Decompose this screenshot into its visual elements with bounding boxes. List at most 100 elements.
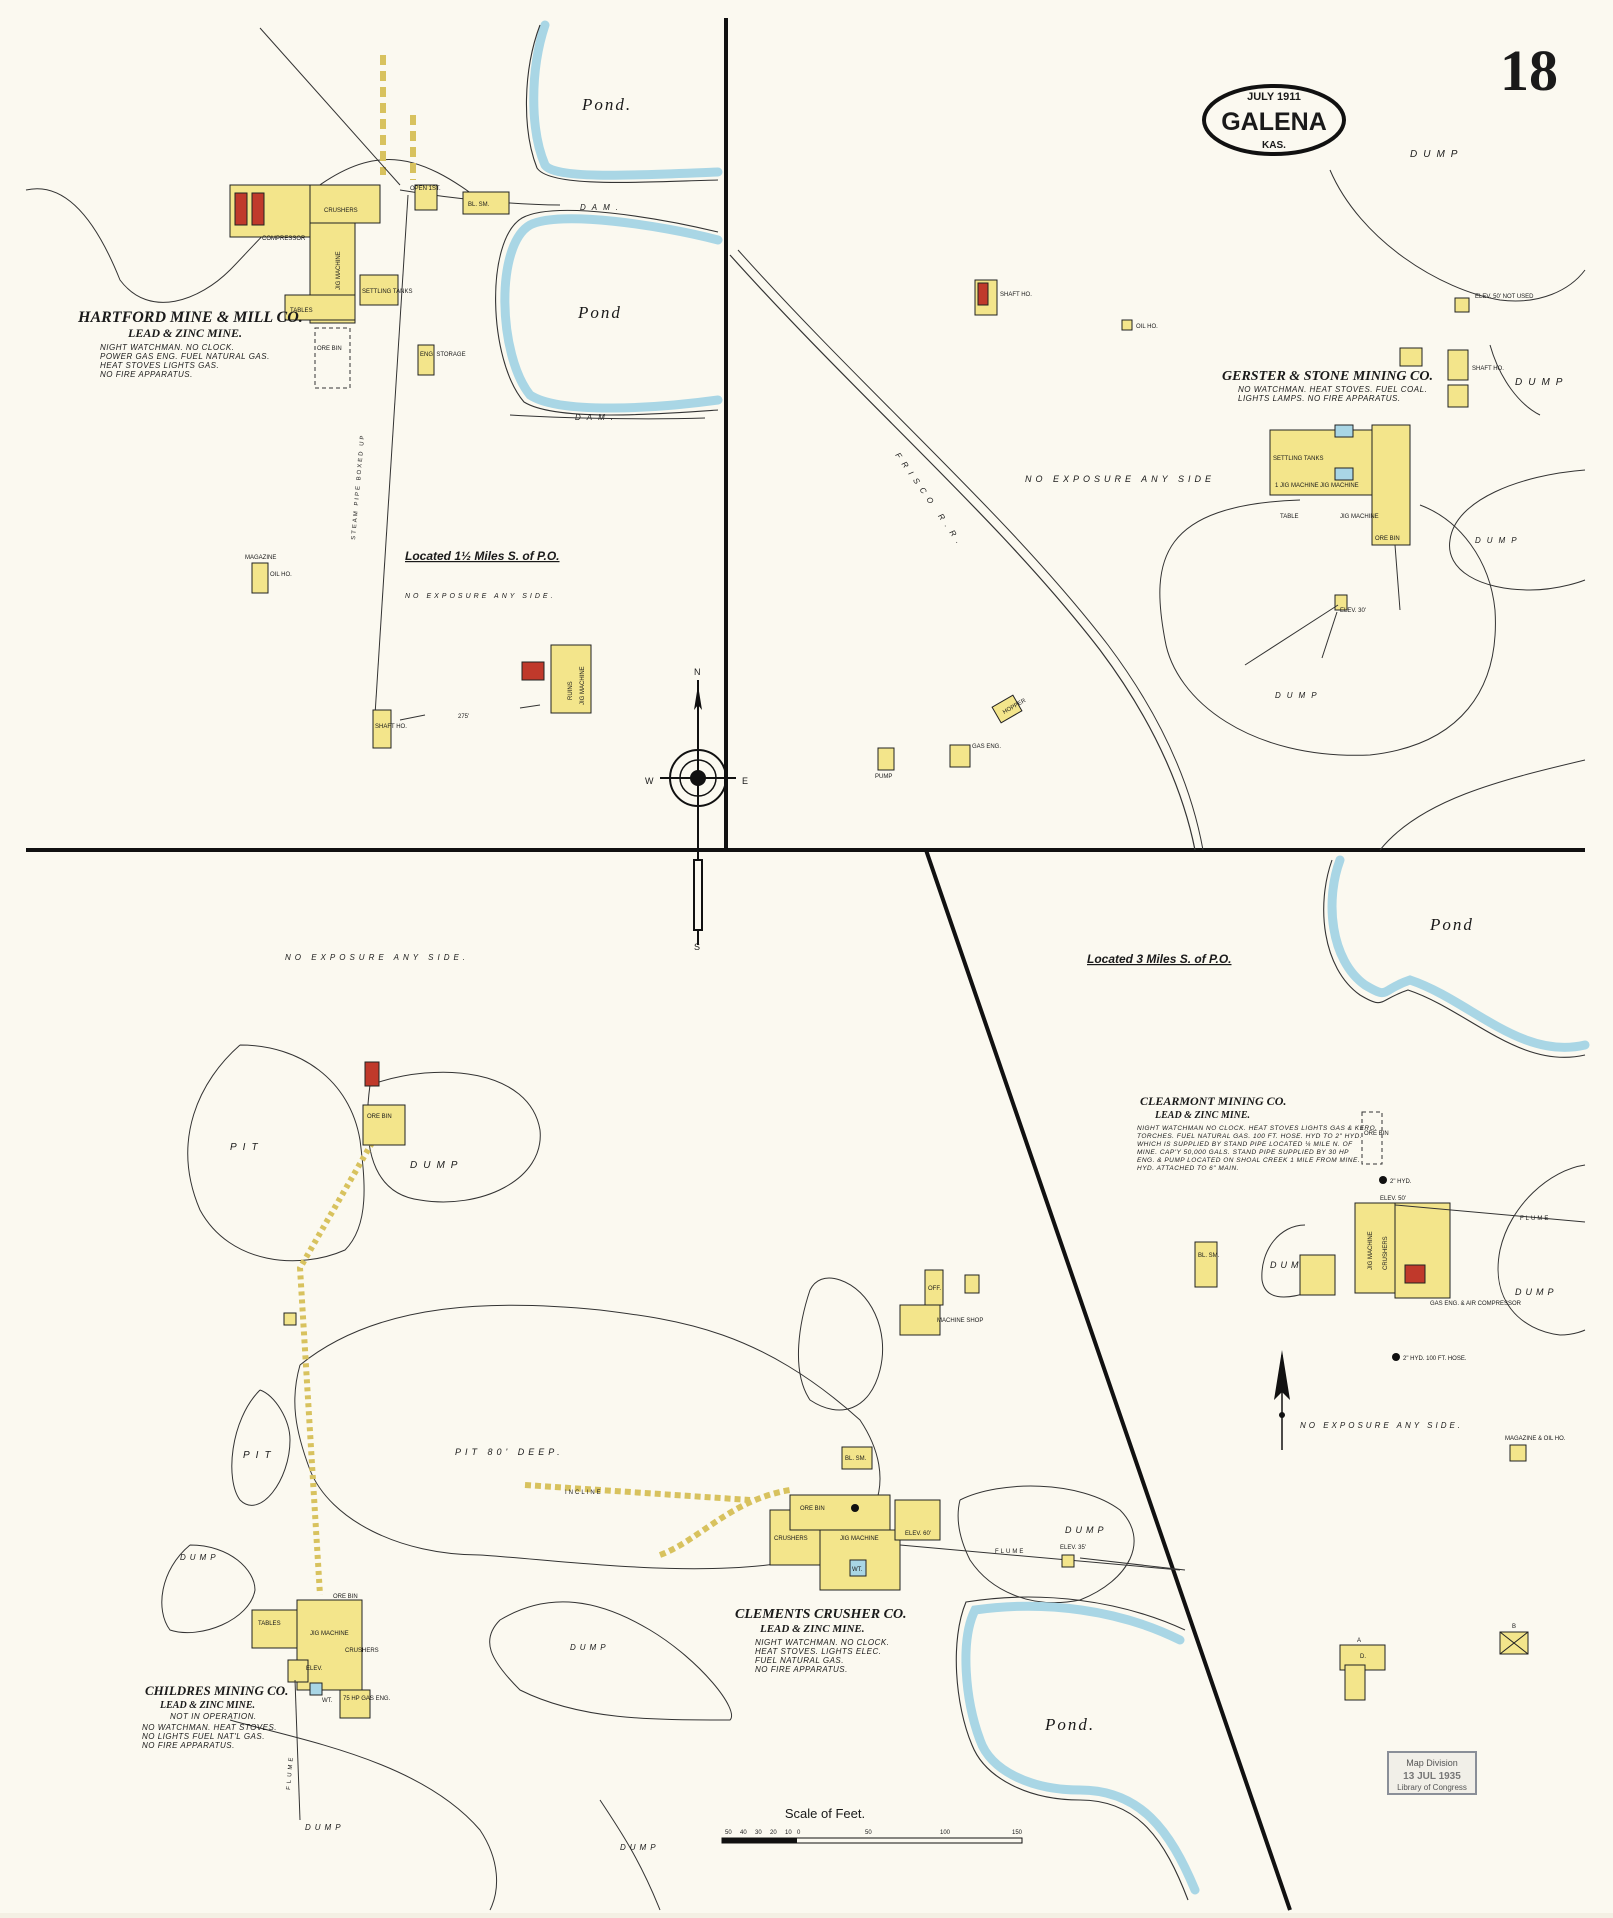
childres-subtitle: LEAD & ZINC MINE. — [159, 1700, 255, 1711]
building-a — [1344, 1664, 1366, 1701]
clearmont-dump-1: DUMP — [1270, 1260, 1313, 1270]
childres-note-2: NO LIGHTS FUEL NAT'L GAS. — [142, 1732, 265, 1741]
ruins-jig-label: JIG MACHINE — [580, 666, 586, 705]
gerster-exposure: NO EXPOSURE ANY SIDE — [1025, 474, 1215, 484]
scale-tick-3: 20 — [770, 1830, 777, 1836]
childres-elev-label: ELEV. — [306, 1666, 323, 1672]
clearmont-exposure: NO EXPOSURE ANY SIDE. — [1300, 1421, 1463, 1430]
clearmont-note-4: MINE. CAP'Y 50,000 GALS. STAND PIPE SUPP… — [1137, 1149, 1349, 1156]
childres-note-3: NO FIRE APPARATUS. — [142, 1741, 235, 1750]
gerster-note-1: NO WATCHMAN. HEAT STOVES. FUEL COAL. — [1238, 385, 1427, 394]
hopper — [991, 694, 1023, 724]
compressor-label: COMPRESSOR — [262, 236, 306, 242]
clements-jig-label: JIG MACHINE — [840, 1536, 879, 1542]
elev-not-used — [1454, 297, 1470, 313]
compass-rose-icon: N W E S — [645, 667, 748, 952]
jig-machine-gs-3: JIG MACHINE — [1340, 514, 1379, 520]
clements-note-1: NIGHT WATCHMAN. NO CLOCK. — [755, 1638, 889, 1647]
pit-label-1: PIT — [230, 1142, 264, 1153]
childres-note-1: NO WATCHMAN. HEAT STOVES. — [142, 1723, 277, 1732]
childres-wt-label: WT. — [322, 1698, 333, 1704]
dump-bl-5: DUMP — [620, 1843, 660, 1852]
pond-lower-shore — [500, 214, 723, 413]
elev-gs-1: ELEV. 50' NOT USED — [1475, 294, 1534, 300]
oil-house-gs — [1121, 319, 1133, 331]
clearmont-flume-label: FLUME — [1520, 1216, 1550, 1222]
scale-bar: Scale of Feet. 50 40 30 20 10 0 50 100 1… — [721, 1806, 1023, 1844]
childres-ore-bin-label: ORE BIN — [333, 1594, 358, 1600]
settling-tanks — [359, 274, 399, 306]
clearmont-crushers-label: CRUSHERS — [1383, 1236, 1389, 1270]
clearmont-pond-upper: Pond — [1429, 915, 1474, 934]
scale-title: Scale of Feet. — [785, 1806, 865, 1821]
scale-tick-1: 40 — [740, 1830, 747, 1836]
stamp-line-1: Map Division — [1406, 1758, 1458, 1768]
compass-e: E — [742, 776, 748, 786]
clearmont-bl-sm-label: BL. SM. — [1198, 1253, 1220, 1259]
oil-ho-label: OIL HO. — [270, 572, 292, 578]
quadrant-childres-clements: NO EXPOSURE ANY SIDE. PIT PIT PIT 80' DE… — [142, 953, 1186, 1911]
sheet-number: 18 — [1500, 38, 1558, 103]
hartford-note-2: POWER GAS ENG. FUEL NATURAL GAS. — [100, 352, 270, 361]
clearmont-note-6: HYD. ATTACHED TO 6" MAIN. — [1137, 1165, 1239, 1172]
clements-blacksmith — [841, 1446, 873, 1470]
building-d-label: D. — [1360, 1654, 1366, 1660]
pit-label-3: PIT 80' DEEP. — [455, 1447, 564, 1457]
shaft-ho-label: SHAFT HO. — [375, 724, 407, 730]
crushers-label: CRUSHERS — [324, 208, 358, 214]
clements-flume-label: FLUME — [995, 1549, 1025, 1555]
crusher-building — [309, 184, 381, 224]
scale-tick-7: 100 — [940, 1830, 951, 1836]
clements-machine-shop — [899, 1304, 941, 1336]
childres-status: NOT IN OPERATION. — [170, 1712, 257, 1721]
clements-note-2: HEAT STOVES. LIGHTS ELEC. — [755, 1647, 881, 1656]
childres-gas-eng — [339, 1689, 371, 1719]
childres-chimney — [364, 1061, 380, 1087]
quadrant-hartford: Pond. Pond DAM. DAM. STEAM PIPE BOXED UP… — [25, 20, 723, 749]
clements-crushers-label: CRUSHERS — [774, 1536, 808, 1542]
clearmont-company-name: CLEARMONT MINING CO. — [1140, 1094, 1286, 1108]
stamp-line-2: 13 JUL 1935 — [1403, 1771, 1461, 1782]
scale-tick-8: 150 — [1012, 1830, 1023, 1836]
childres-ore-bin-top-label: ORE BIN — [367, 1114, 392, 1120]
ruins-building — [550, 644, 592, 714]
eng-storage-label: ENG. STORAGE — [420, 352, 466, 358]
hydrant-1-label: 2" HYD. — [1390, 1179, 1412, 1185]
clearmont-ore-bin-label: ORE BIN — [1364, 1131, 1389, 1137]
shaft-ho-gs-2: SHAFT HO. — [1472, 366, 1504, 372]
cartouche-city: GALENA — [1221, 108, 1327, 136]
clearmont-mill — [1394, 1202, 1451, 1299]
clements-note-3: FUEL NATURAL GAS. — [755, 1656, 844, 1665]
north-arrow-icon — [1274, 1350, 1290, 1450]
cartouche-state: KAS. — [1262, 140, 1286, 151]
quadrant-gerster: FRISCO R.R. DUMP DUMP DUMP DUMP SETTLING… — [729, 149, 1586, 851]
clearmont-gas-eng-label: GAS ENG. & AIR COMPRESSOR — [1430, 1301, 1522, 1307]
dump-bl-4: DUMP — [305, 1823, 345, 1832]
bl-sm-label: BL. SM. — [468, 202, 490, 208]
pond-upper-label: Pond. — [581, 95, 632, 114]
map-frame — [26, 18, 1585, 1911]
magazine-label: MAGAZINE — [245, 555, 276, 561]
scale-tick-0: 50 — [725, 1830, 732, 1836]
dump-bl-2: DUMP — [180, 1553, 220, 1562]
clements-company-name: CLEMENTS CRUSHER CO. — [735, 1607, 907, 1622]
hartford-exposure: NO EXPOSURE ANY SIDE. — [405, 593, 556, 600]
ruins-label: RUINS — [568, 681, 574, 700]
clements-ore-bin-2 — [894, 1499, 941, 1541]
dump-bl-3: DUMP — [570, 1643, 610, 1652]
stamp-line-3: Library of Congress — [1397, 1783, 1467, 1792]
childres-tables — [251, 1609, 298, 1649]
childres-crushers-label: CRUSHERS — [345, 1648, 379, 1654]
ore-bin-gs: ORE BIN — [1375, 536, 1400, 542]
scale-tick-4: 10 — [785, 1830, 792, 1836]
hartford-note-3: HEAT STOVES LIGHTS GAS. — [100, 361, 219, 370]
clearmont-note-1: NIGHT WATCHMAN NO CLOCK. HEAT STOVES LIG… — [1137, 1125, 1377, 1132]
clearmont-blacksmith — [1194, 1241, 1218, 1288]
pond-lower-label: Pond — [577, 303, 622, 322]
clements-jig-mill — [819, 1529, 901, 1591]
cartouche-date: JULY 1911 — [1247, 91, 1301, 103]
childres-jig-label: JIG MACHINE — [310, 1631, 349, 1637]
clearmont-pond-lower: Pond. — [1044, 1715, 1095, 1734]
